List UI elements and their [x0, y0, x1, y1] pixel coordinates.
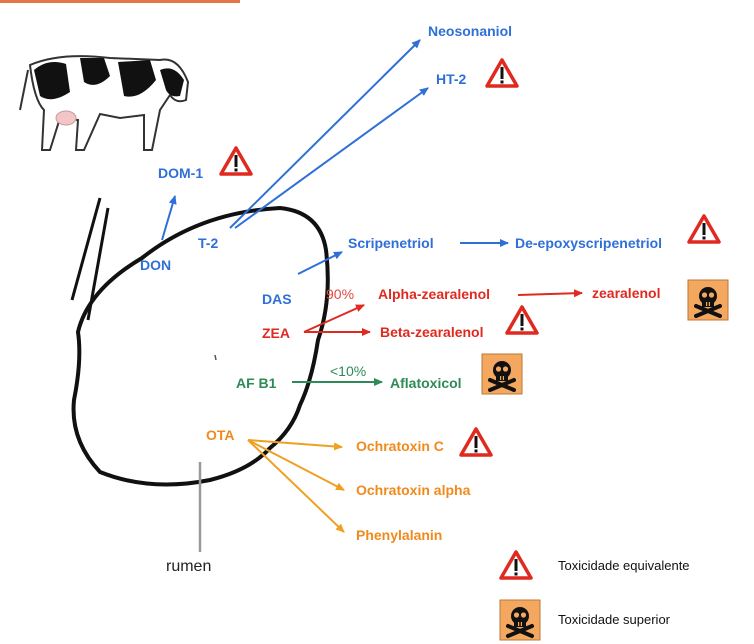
warning-triangle-icon-deepoxy — [687, 214, 721, 244]
label-ota: OTA — [206, 427, 235, 443]
skull-crossbones-icon-aflatoxicol — [480, 352, 524, 396]
warning-triangle-icon-ht2 — [485, 58, 519, 88]
arrow-alpha-zearalenol — [517, 289, 583, 298]
legend-equivalent-text: Toxicidade equivalente — [558, 558, 690, 573]
arrow-ota-ochratoxin-c — [247, 439, 343, 451]
label-neosolaniol: Neosonaniol — [428, 23, 513, 39]
label-ht2: HT-2 — [436, 71, 467, 87]
skull-crossbones-icon-zearalenol — [686, 278, 730, 322]
label-don: DON — [140, 257, 172, 273]
label-rumen: rumen — [166, 558, 212, 575]
legend-superior-text: Toxicidade superior — [558, 612, 671, 627]
label-ochratoxin-alpha: Ochratoxin alpha — [356, 482, 471, 498]
warning-triangle-icon-ochratoxin-c — [459, 427, 493, 457]
arrow-zea-alpha — [303, 304, 365, 333]
label-das: DAS — [262, 291, 292, 307]
label-phenylalanin: Phenylalanin — [356, 527, 443, 543]
arrow-don-dom1 — [161, 195, 177, 241]
arrow-ota-phenylalanin — [247, 439, 345, 533]
label-afb1: AF B1 — [236, 375, 277, 391]
arrow-das-scripenetriol — [297, 251, 343, 275]
label-ochratoxin-c: Ochratoxin C — [356, 438, 444, 454]
label-alpha-zearalenol: Alpha-zearalenol — [378, 286, 491, 302]
warning-triangle-icon-beta — [505, 305, 539, 335]
label-aflatoxicol: Aflatoxicol — [390, 375, 462, 391]
arrow-ota-ochratoxin-alpha — [247, 439, 345, 491]
cow-icon — [19, 55, 190, 151]
label-t2: T-2 — [198, 235, 219, 251]
warning-triangle-icon-dom1 — [219, 146, 253, 176]
label-pct-10: <10% — [330, 363, 367, 379]
warning-triangle-icon-legend — [499, 550, 533, 580]
label-pct-90: 90% — [326, 286, 355, 302]
top-accent-bar — [0, 0, 240, 3]
rumen-outline — [70, 197, 330, 552]
label-zea: ZEA — [262, 325, 290, 341]
skull-crossbones-icon-legend — [498, 598, 542, 642]
label-deepoxyscripenetriol: De-epoxyscripenetriol — [515, 235, 663, 251]
arrow-t2-neosolaniol — [229, 39, 421, 229]
arrow-t2-ht2 — [234, 87, 429, 229]
label-scripenetriol: Scripenetriol — [348, 235, 434, 251]
label-dom1: DOM-1 — [158, 165, 204, 181]
label-beta-zearalenol: Beta-zearalenol — [380, 324, 484, 340]
label-zearalenol: zearalenol — [592, 285, 661, 301]
